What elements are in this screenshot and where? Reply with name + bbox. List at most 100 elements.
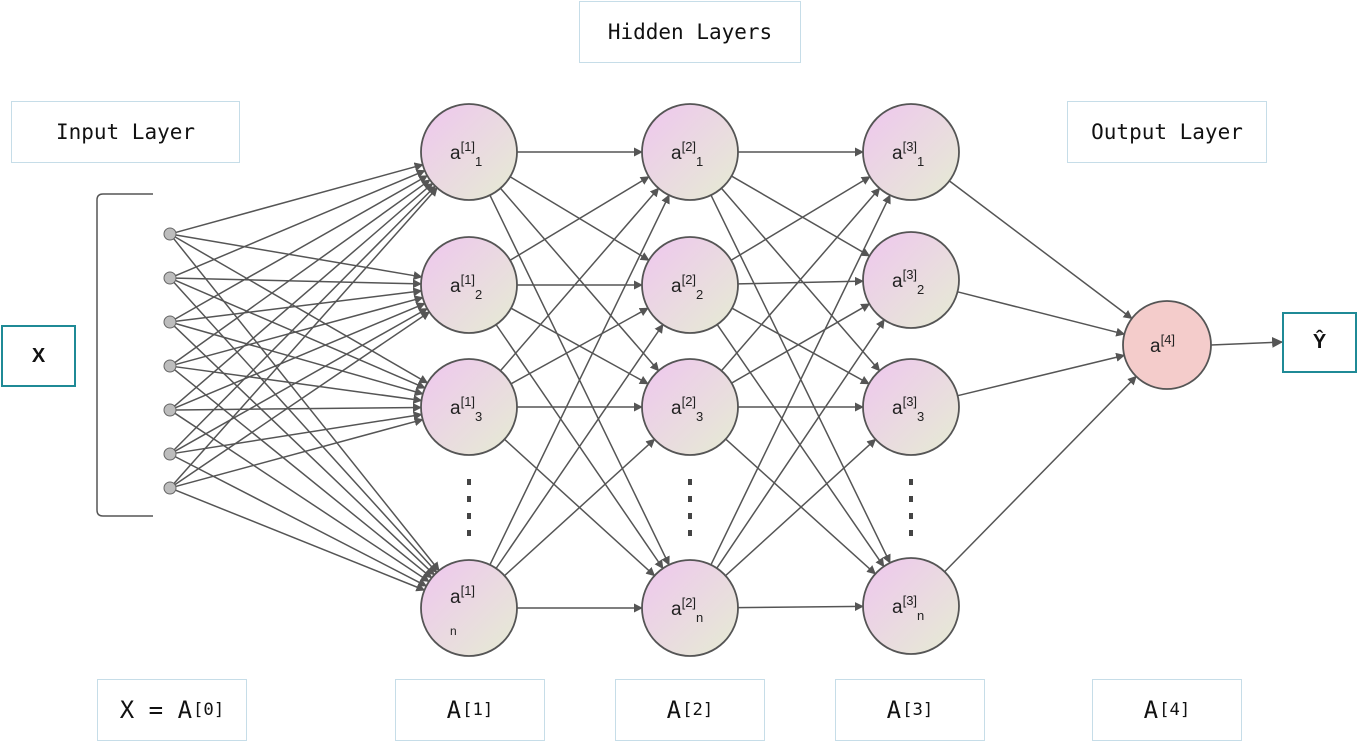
hidden-node: a[3]n — [862, 557, 960, 655]
connection-edge — [737, 276, 864, 286]
connection-edge — [731, 307, 870, 385]
connection-edge — [174, 456, 428, 587]
activation-a2-sup: [2] — [682, 700, 714, 720]
connection-edge — [509, 176, 650, 261]
ellipsis-dot — [688, 513, 692, 519]
ellipsis-dot — [909, 530, 913, 536]
activation-a4-base: A — [1143, 696, 1159, 724]
connection-edge — [504, 438, 656, 577]
connection-edge — [957, 291, 1126, 337]
hidden-node: a[3]1 — [862, 103, 960, 201]
input-node — [163, 227, 177, 241]
ellipsis-dot — [467, 530, 471, 536]
ellipsis-dot — [688, 530, 692, 536]
connection-edge — [495, 323, 664, 569]
node-label: a[3]1 — [892, 139, 924, 169]
connection-edge — [957, 352, 1126, 397]
activation-a1-box: A[1] — [395, 679, 545, 741]
output-node-label: a[4] — [1150, 332, 1175, 357]
connection-edge — [175, 411, 423, 454]
hidden-nodes: a[1]1 a[1]2 a[1]3 a[1] n a[2]1 a[2]2 a[2]3 a[2]n… — [420, 103, 960, 657]
output-node: a[4] — [1122, 300, 1212, 390]
hidden-node: a[2]1 — [641, 103, 739, 201]
connection-edge — [725, 438, 877, 577]
connection-edge — [173, 281, 438, 574]
connection-edge — [175, 234, 423, 281]
hidden-node: a[1]2 — [420, 236, 518, 334]
connection-edge — [175, 295, 424, 366]
input-node — [163, 403, 177, 417]
input-node — [163, 315, 177, 329]
connection-edge — [175, 279, 426, 389]
input-layer-label: Input Layer — [11, 101, 240, 163]
node-label: a[1]3 — [450, 394, 482, 424]
activation-a3-sup: [3] — [902, 700, 934, 720]
connection-edge — [175, 322, 424, 396]
connection-edge — [175, 169, 426, 277]
ellipsis-dot — [909, 513, 913, 519]
activation-a2-box: A[2] — [615, 679, 765, 741]
ellipsis-dot — [909, 496, 913, 502]
activation-a4-sup: [4] — [1159, 700, 1191, 720]
connection-edge — [174, 311, 431, 486]
connection-edge — [173, 325, 435, 576]
connection-edge — [737, 602, 864, 612]
connection-edge — [175, 162, 424, 234]
connection-edge — [174, 179, 431, 364]
hidden-node: a[2]3 — [641, 358, 739, 456]
connection-edge — [174, 369, 433, 579]
connection-edge — [731, 303, 871, 384]
input-node — [163, 359, 177, 373]
connection-edge — [174, 236, 429, 384]
connection-edge — [175, 277, 422, 289]
node-label: a[2]3 — [671, 394, 703, 424]
ellipsis-dot — [467, 513, 471, 519]
connection-edge — [710, 194, 891, 566]
node-label: a[1] — [450, 583, 475, 608]
node-label: a[2]n — [671, 595, 703, 625]
x-input-box: X — [1, 325, 76, 387]
connection-edge — [175, 366, 423, 404]
connection-edge — [716, 324, 885, 568]
hidden-node: a[1]1 — [420, 103, 518, 201]
node-label: a[2]2 — [671, 272, 703, 302]
node-label: a[3]n — [892, 593, 924, 623]
connection-edge — [720, 187, 881, 372]
node-subscript: n — [450, 624, 457, 638]
connection-edge — [175, 403, 422, 413]
node-label: a[2]1 — [671, 139, 703, 169]
ellipsis-dot — [467, 479, 471, 485]
hidden-node: a[3]3 — [862, 358, 960, 456]
activation-a0-base: X = A — [119, 696, 193, 724]
hidden-node: a[1]3 — [420, 358, 518, 456]
connection-edge — [174, 412, 430, 583]
activation-a0-box: X = A[0] — [97, 679, 247, 741]
ellipsis-dot — [467, 496, 471, 502]
connection-edge — [174, 182, 434, 407]
activation-a1-base: A — [446, 696, 462, 724]
node-label: a[3]3 — [892, 394, 924, 424]
activation-a1-sup: [1] — [462, 700, 494, 720]
connection-edges — [173, 147, 1284, 613]
hidden-node: a[3]2 — [862, 231, 960, 329]
hidden-layers-label: Hidden Layers — [579, 1, 801, 63]
input-node — [163, 447, 177, 461]
connection-edge — [730, 176, 871, 261]
hidden-node: a[1] n — [420, 559, 518, 657]
activation-a4-box: A[4] — [1092, 679, 1242, 741]
activation-a3-box: A[3] — [835, 679, 985, 741]
input-bracket — [96, 193, 153, 517]
activation-a2-base: A — [666, 696, 682, 724]
connection-edge — [175, 302, 426, 409]
input-node — [163, 481, 177, 495]
ellipsis-dot — [909, 479, 913, 485]
connection-edge — [173, 185, 436, 451]
connection-edge — [173, 238, 440, 572]
hidden-node: a[2]n — [641, 559, 739, 657]
connection-edge — [174, 175, 429, 320]
connection-edge — [175, 417, 424, 488]
hidden-node: a[2]2 — [641, 236, 739, 334]
node-label: a[1]2 — [450, 272, 482, 302]
connection-edge — [175, 287, 423, 323]
